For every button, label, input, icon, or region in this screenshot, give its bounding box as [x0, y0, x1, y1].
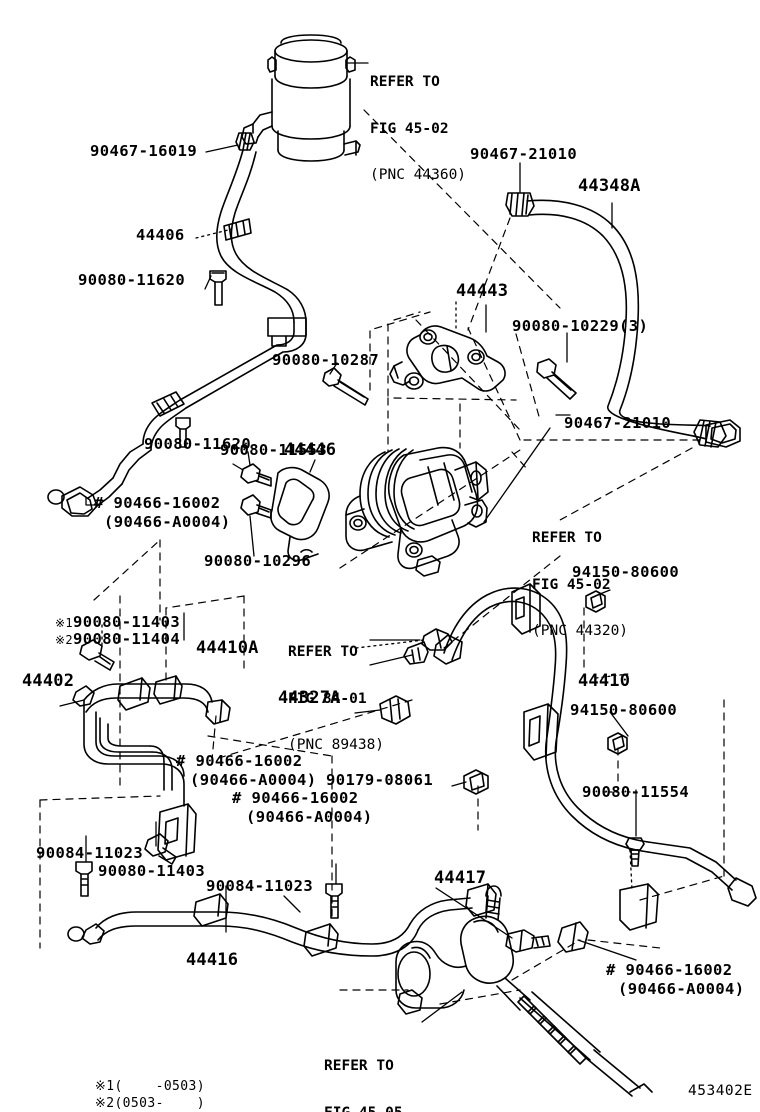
- bolt-90080-11553: [240, 463, 272, 487]
- label-90084-11023-left: 90084-11023: [36, 844, 144, 862]
- bolt-90080-11620-lower: [175, 417, 191, 448]
- label-44410: 44410: [578, 671, 631, 691]
- label-44443: 44443: [456, 281, 509, 301]
- reference-89438-line1: REFER TO: [288, 644, 358, 660]
- label-90080-11403-value: 90080-11403: [73, 613, 181, 631]
- label-90080-10229: 90080-10229(3): [512, 317, 649, 335]
- footnote-1-text: ( -0503): [114, 1079, 205, 1094]
- label-90467-16019: 90467-16019: [90, 142, 198, 160]
- bolt-90080-10296: [240, 494, 272, 519]
- reference-44360: REFER TO FIG 45-02 (PNC 44360): [370, 44, 466, 215]
- bolt-90084-11023-left: [75, 861, 93, 897]
- bolt-90084-11023-right: [325, 883, 343, 919]
- reference-44320-line3: (PNC 44320): [532, 623, 629, 639]
- label-44402: 44402: [22, 671, 75, 691]
- label-44410A: 44410A: [196, 638, 259, 658]
- label-90466-A0004-left: (90466-A0004): [104, 513, 231, 531]
- label-90466-16002-left: # 90466-16002: [94, 494, 221, 512]
- reference-44360-line3: (PNC 44360): [370, 167, 467, 183]
- label-44416: 44416: [186, 950, 239, 970]
- label-44327A: 44327A: [278, 688, 341, 708]
- reference-44320-line1: REFER TO: [532, 530, 602, 546]
- bolt-90080-11620-upper: [209, 270, 227, 306]
- reference-44360-line2: FIG 45-02: [370, 120, 449, 137]
- label-90080-11404-value: 90080-11404: [73, 630, 181, 648]
- bolt-90080-11403-11404: [79, 639, 115, 671]
- fitting-44417: [505, 929, 551, 953]
- label-90466-A0004-mid2: (90466-A0004): [246, 808, 373, 826]
- label-94150-80600-lower: 94150-80600: [570, 701, 678, 719]
- label-90080-11554: 90080-11554: [582, 783, 690, 801]
- bolt-90080-11403-lower: [144, 833, 177, 865]
- footnote-2: ※2(0503- ): [62, 1080, 205, 1112]
- bolt-90080-10229: [536, 358, 577, 400]
- reference-89438: REFER TO FIG 84-01 (PNC 89438): [288, 614, 384, 785]
- bolt-90080-11554: [625, 837, 645, 867]
- label-90466-16002-mid: # 90466-16002: [176, 752, 303, 770]
- steering-gear-assembly: [395, 885, 653, 1097]
- label-90466-A0004-bottom: (90466-A0004): [618, 980, 745, 998]
- label-90467-21010-top: 90467-21010: [470, 145, 578, 163]
- cooler-tube-44402: [72, 675, 231, 861]
- bracket-44443: [389, 325, 506, 392]
- footnote-1: ※1( -0503): [62, 1063, 205, 1111]
- reference-44360-line1: REFER TO: [370, 74, 440, 90]
- hose-44406: [47, 149, 307, 517]
- reference-44250-line1: REFER TO: [324, 1058, 394, 1074]
- clamp-90467-16019: [235, 132, 255, 151]
- label-44348A: 44348A: [578, 176, 641, 196]
- label-90466-A0004-mid: (90466-A0004): [190, 771, 317, 789]
- footnote-1-marker: ※1: [94, 1079, 115, 1094]
- plate-44446: [270, 466, 330, 562]
- hose-44410: [433, 583, 757, 931]
- label-44406: 44406: [136, 226, 185, 244]
- diagram-id: 453402E: [688, 1083, 753, 1099]
- label-94150-80600-upper: 94150-80600: [572, 563, 680, 581]
- label-90466-16002-mid2: # 90466-16002: [232, 789, 359, 807]
- reference-44250: REFER TO FIG 45-05 (PNC 44250): [324, 1028, 420, 1112]
- label-90080-11553: 90080-11553: [220, 441, 328, 459]
- label-90080-10287: 90080-10287: [272, 351, 380, 369]
- nut-94150-80600-lower: [607, 732, 628, 755]
- label-44446: 44446: [284, 440, 337, 460]
- label-90080-11620-lower: 90080-11620: [144, 435, 252, 453]
- power-steering-pump: [345, 446, 489, 577]
- union-44410A-sensor: [403, 628, 453, 665]
- label-90467-21010-lower: 90467-21010: [564, 414, 672, 432]
- label-90084-11023-right: 90084-11023: [206, 877, 314, 895]
- nut-90179-08061: [463, 769, 489, 795]
- label-44417: 44417: [434, 868, 487, 888]
- label-90080-11404-note2: ※290080-11404: [16, 614, 180, 666]
- label-90080-11620-upper: 90080-11620: [78, 271, 186, 289]
- clamp-90466-bottom: [557, 921, 589, 953]
- label-90080-11403-note1: ※1※1 90080-1140390080-11403: [16, 597, 180, 649]
- label-90080-11403-lower: 90080-11403: [98, 862, 206, 880]
- reference-44320: REFER TO FIG 45-02 (PNC 44320): [532, 500, 628, 671]
- reference-89438-line2: FIG 84-01: [288, 690, 367, 707]
- footnote-2-text: (0503- ): [114, 1096, 205, 1111]
- reference-44320-line2: FIG 45-02: [532, 576, 611, 593]
- footnote-marker-1: ※1: [54, 616, 74, 630]
- nut-94150-80600-upper: [585, 590, 606, 613]
- footnote-2-marker: ※2: [94, 1096, 115, 1111]
- clamp-44327A: [379, 695, 411, 725]
- footnote-marker-2: ※2: [54, 633, 74, 647]
- reference-89438-line3: (PNC 89438): [288, 737, 385, 753]
- clamp-90467-21010-top: [505, 192, 535, 217]
- label-90080-10296: 90080-10296: [204, 552, 312, 570]
- reference-44250-line2: FIG 45-05: [324, 1105, 420, 1112]
- label-90466-16002-bottom: # 90466-16002: [606, 961, 733, 979]
- clamp-90467-21010-lower: [693, 419, 727, 448]
- reservoir-tank: [241, 34, 361, 162]
- label-90179-08061: 90179-08061: [326, 771, 434, 789]
